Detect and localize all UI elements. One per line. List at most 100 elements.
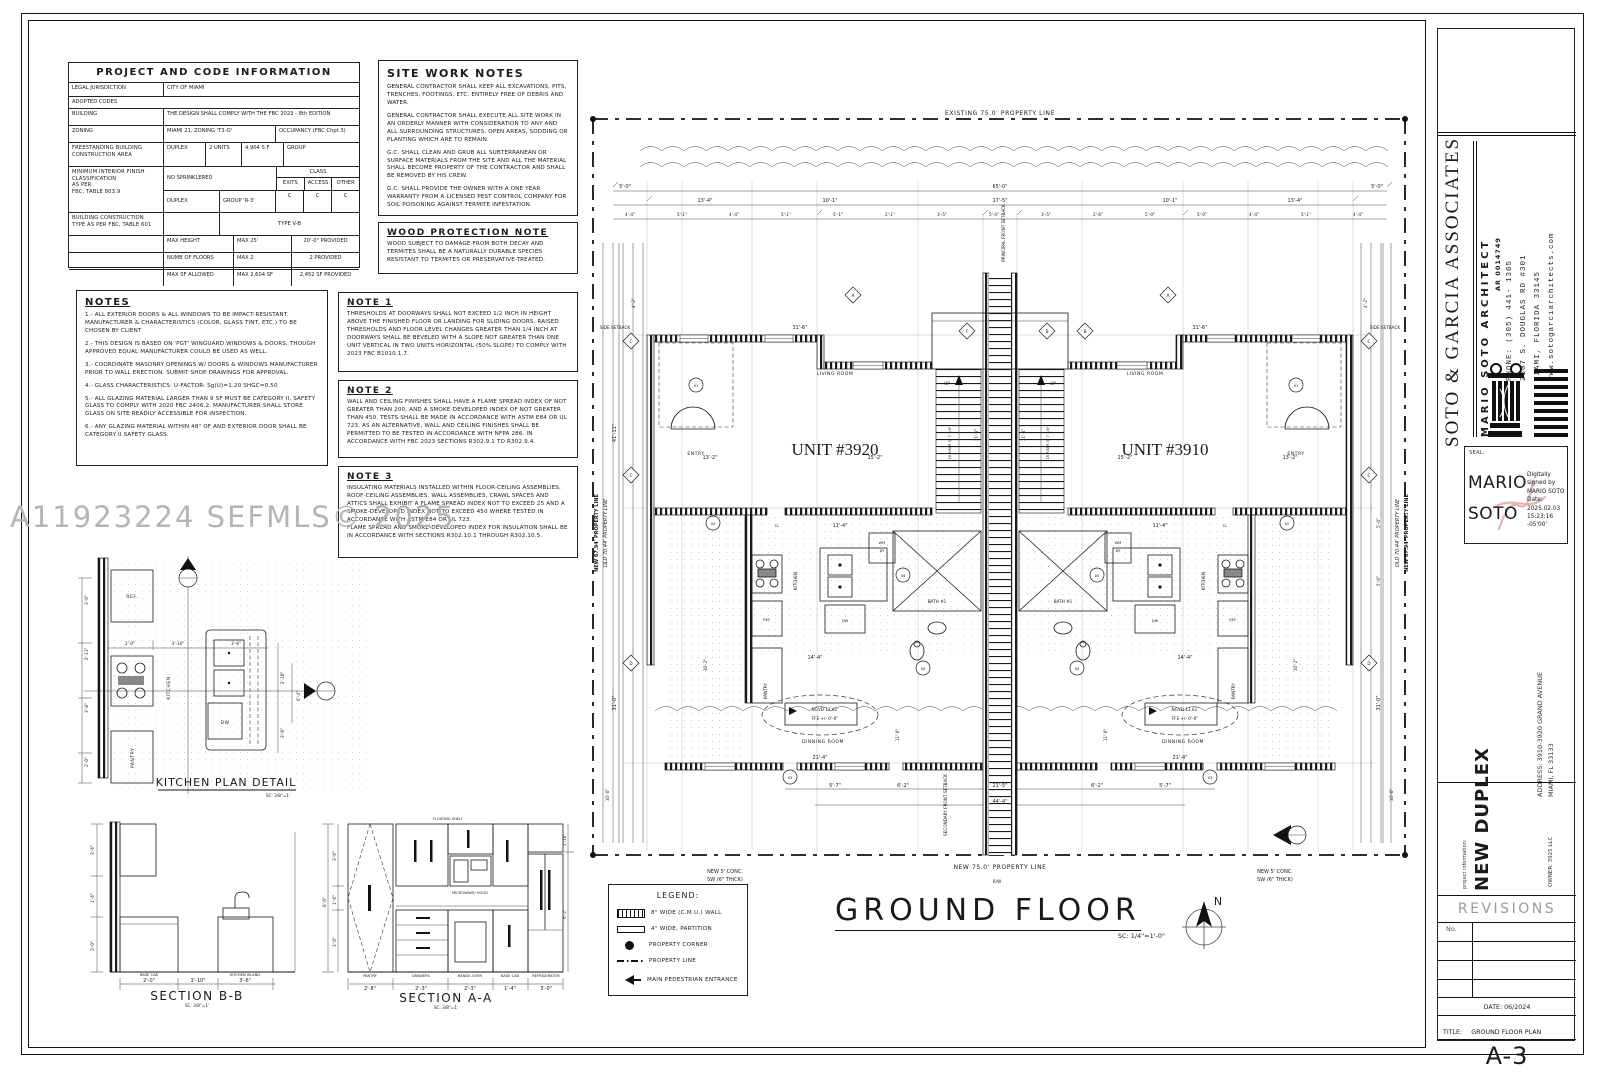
svg-text:A: A xyxy=(1167,293,1170,298)
svg-text:01: 01 xyxy=(694,384,699,388)
bath-fixtures xyxy=(892,530,1108,661)
pedestrian-entrance-icon xyxy=(625,975,634,985)
section-aa-scale: SC: 3/8"=1' xyxy=(434,1005,458,1010)
note-item: 3.- COORDINATE MASONRY OPENINGS W/ DOORS… xyxy=(85,361,318,376)
svg-text:DW: DW xyxy=(842,619,849,623)
svg-text:03: 03 xyxy=(788,776,793,780)
svg-text:PANTRY: PANTRY xyxy=(1231,683,1236,699)
svg-text:C: C xyxy=(630,473,633,478)
svg-text:14'-4": 14'-4" xyxy=(807,655,822,661)
firm-website: www.sotogarciarchitects.com xyxy=(1548,232,1556,381)
svg-text:PANTRY: PANTRY xyxy=(763,683,768,699)
maxh-label: MAX HEIGHT xyxy=(164,236,234,252)
section-aa-title: SECTION A-A xyxy=(399,991,492,1005)
note-item: 1.- ALL EXTERIOR DOORS & ALL WINDOWS TO … xyxy=(85,312,297,334)
project-address-2: MIAMI, FL 33133 xyxy=(1547,743,1555,797)
maxh-prov: 20'-0" PROVIDED xyxy=(303,238,348,244)
svg-text:3'-10": 3'-10" xyxy=(172,641,185,646)
sf: 4,904 S.F. xyxy=(242,143,284,166)
svg-text:3'-5": 3'-5" xyxy=(1041,212,1051,217)
svg-text:SW (6" THICK): SW (6" THICK) xyxy=(1257,877,1293,883)
svg-text:3'-6": 3'-6" xyxy=(231,641,241,646)
section-bb-drawing xyxy=(91,821,296,990)
section-bb: 3'-6" 1'-6" 3'-0" 2'-0" 3'-10" 3'-6" BAS… xyxy=(90,821,296,1008)
svg-text:3'-10": 3'-10" xyxy=(190,978,205,984)
svg-text:SECONDARY FRONT SETBACK: SECONDARY FRONT SETBACK xyxy=(943,774,948,836)
svg-text:DRAWERS: DRAWERS xyxy=(412,974,431,978)
svg-text:ENTRY: ENTRY xyxy=(687,451,704,457)
svg-text:2'-3": 2'-3" xyxy=(464,986,476,992)
svg-text:BATH #1: BATH #1 xyxy=(1054,599,1073,604)
svg-text:11'-5": 11'-5" xyxy=(974,429,979,442)
legend-item-label: MAIN PEDESTRIAN ENTRANCE xyxy=(647,977,738,983)
site-note-1: GENERAL CONTRACTOR SHALL KEEP ALL EXCAVA… xyxy=(387,84,567,106)
digital-signature-text: Digitally signed by MARIO SOTO Date: 202… xyxy=(1527,472,1565,529)
svg-text:SW (6" THICK): SW (6" THICK) xyxy=(707,877,743,883)
site-note-2: GENERAL CONTRACTOR SHALL EXECUTE ALL SIT… xyxy=(387,112,568,143)
mls-watermark: A11923224 SEFMLS© 2025 xyxy=(10,500,456,534)
note-item: 6.- ANY GLAZING MATERIAL WITHIN 48" OF A… xyxy=(85,424,307,439)
legend-item-label: 4" WIDE, PARTITION xyxy=(651,926,712,932)
dining-clouds: NGVD 12.61' FFE +/- 0'-0" NGVD 12.61' FF… xyxy=(761,694,1239,745)
wood-protection-note: WOOD PROTECTION NOTE WOOD SUBJECT TO DAM… xyxy=(378,222,578,274)
zoning-label: ZONING xyxy=(69,126,164,142)
note1-title: NOTE 1 xyxy=(347,298,393,308)
note-item: 4.- GLASS CHARACTERISTICS: U-FACTOR: Sg(… xyxy=(85,382,278,389)
svg-text:3'-6": 3'-6" xyxy=(332,851,337,861)
svg-text:02: 02 xyxy=(1285,522,1290,526)
legend-item-label: PROPERTY CORNER xyxy=(649,942,708,948)
svg-text:03: 03 xyxy=(1208,776,1213,780)
title-block: SOTO & GARCIA ASSOCIATES MARIO SOTO ARCH… xyxy=(1437,28,1576,1066)
firm-name: SOTO & GARCIA ASSOCIATES xyxy=(1442,136,1463,447)
svg-text:3'-0": 3'-0" xyxy=(332,937,337,947)
svg-text:3'-0": 3'-0" xyxy=(84,595,89,605)
firm-logo-icon xyxy=(1488,363,1568,437)
owner-label: OWNER: 3925 LLC xyxy=(1548,836,1554,887)
svg-text:OLD 70.44' PROPERTY LINE: OLD 70.44' PROPERTY LINE xyxy=(1395,498,1401,567)
construction-label: BUILDING CONSTRUCTION TYPE AS PER FBC, T… xyxy=(69,213,164,235)
svg-text:21'-4": 21'-4" xyxy=(812,755,827,761)
svg-text:11'-5": 11'-5" xyxy=(1021,429,1026,442)
svg-text:21'-5": 21'-5" xyxy=(992,783,1007,789)
svg-text:5'-1": 5'-1" xyxy=(677,212,687,217)
svg-text:2'-6": 2'-6" xyxy=(1093,212,1103,217)
svg-text:3'-8": 3'-8" xyxy=(84,703,89,713)
maxh-max: MAX 25' xyxy=(234,236,292,252)
svg-text:R/W: R/W xyxy=(993,879,1001,884)
svg-text:NEW 67.94' PROPERTY LINE: NEW 67.94' PROPERTY LINE xyxy=(1404,494,1410,572)
svg-text:15'-2": 15'-2" xyxy=(867,455,882,461)
maxsf-max: MAX 2,604 SF xyxy=(234,270,292,286)
svg-text:B: B xyxy=(1046,329,1049,334)
freestanding-label: FREESTANDING BUILDING CONSTRUCTION AREA xyxy=(69,143,164,166)
kitchen-detail-title: KITCHEN PLAN DETAIL xyxy=(156,776,297,789)
svg-text:DY: DY xyxy=(1116,549,1122,553)
building-label: BUILDING xyxy=(69,109,164,125)
wood-note-title: WOOD PROTECTION NOTE xyxy=(387,228,549,238)
window-door-markers: A A F B B C C C C D D 01 01 02 02 03 03 xyxy=(622,286,1378,845)
group-r3: GROUP 'R-3' xyxy=(220,191,276,212)
units: 2 UNITS xyxy=(206,143,242,166)
svg-text:NGVD 12.61': NGVD 12.61' xyxy=(812,707,839,712)
note-2-box: NOTE 2 WALL AND CEILING FINISHES SHALL H… xyxy=(338,380,578,458)
svg-text:16 RISER @ 7 1/4": 16 RISER @ 7 1/4" xyxy=(1046,426,1050,459)
section-bb-title: SECTION B-B xyxy=(150,989,244,1003)
date-value: DATE: 06/2024 xyxy=(1483,1003,1531,1011)
duplex-2: DUPLEX xyxy=(164,191,220,212)
floors-prov: 2 PROVIDED xyxy=(309,255,342,261)
svg-text:21'-4": 21'-4" xyxy=(1172,755,1187,761)
adopted-codes: ADOPTED CODES xyxy=(72,99,118,105)
svg-text:FFE +/- 0'-0": FFE +/- 0'-0" xyxy=(812,716,839,721)
svg-text:04: 04 xyxy=(921,667,926,671)
kitchen-fixtures xyxy=(751,547,1249,704)
svg-text:4'-4": 4'-4" xyxy=(1249,212,1259,217)
svg-text:DINNING ROOM: DINNING ROOM xyxy=(1162,739,1204,745)
finish-label: MINIMUM INTERIOR FINISH CLASSIFICATION A… xyxy=(69,167,164,212)
title-row: TITLE: GROUND FLOOR PLAN xyxy=(1438,1015,1576,1039)
note-item: 2.- THIS DESIGN IS BASED ON 'PGT' WINGUA… xyxy=(85,340,316,355)
svg-text:UNIT #3910: UNIT #3910 xyxy=(1121,440,1208,459)
svg-text:14'-4": 14'-4" xyxy=(1177,655,1192,661)
site-note-4: G.C. SHALL PROVIDE THE OWNER WITH A ONE … xyxy=(387,186,567,209)
svg-text:65'-0": 65'-0" xyxy=(992,184,1007,190)
access: ACCESS xyxy=(305,178,333,190)
svg-text:13'-2": 13'-2" xyxy=(702,455,717,461)
